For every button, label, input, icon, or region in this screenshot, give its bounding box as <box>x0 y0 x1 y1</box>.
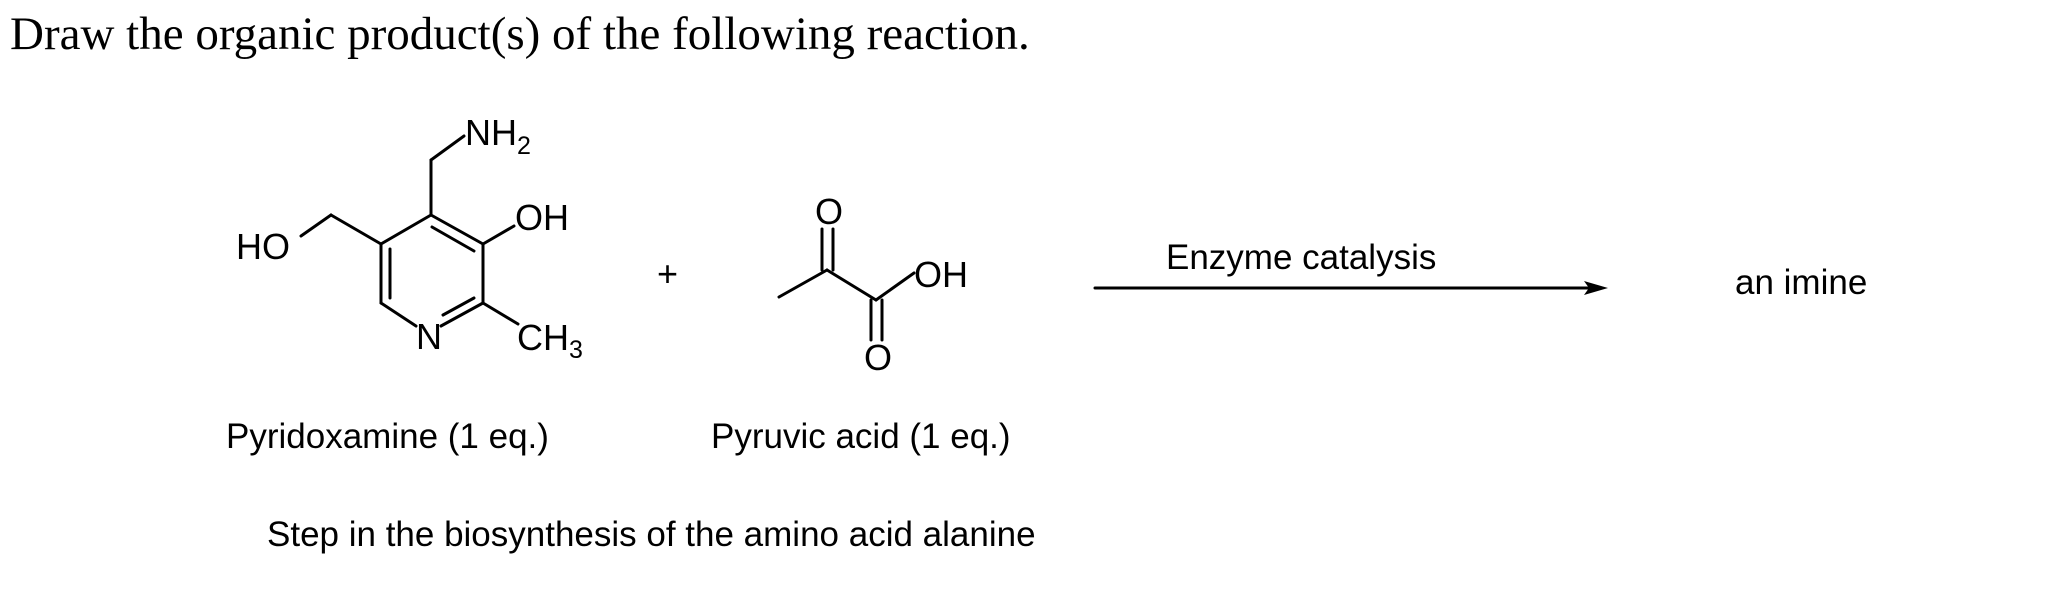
methyl-bond <box>777 268 829 299</box>
hydroxyl-bond <box>481 224 516 246</box>
plus-sign: + <box>657 253 678 294</box>
aminomethyl-bond <box>429 134 466 162</box>
pyruvic-acid-name: Pyruvic acid (1 eq.) <box>711 417 1011 456</box>
ring-double-bond <box>441 296 476 317</box>
question-text: Draw the organic product(s) of the follo… <box>10 8 1030 60</box>
methyl-label: CH3 <box>517 317 583 364</box>
reaction-condition: Enzyme catalysis <box>1166 238 1436 277</box>
ring-bond <box>379 301 418 328</box>
ring-double-bond <box>430 225 476 253</box>
caption: Step in the biosynthesis of the amino ac… <box>267 515 1036 554</box>
ketone-carbon-bond <box>825 268 878 302</box>
carboxyl-hydroxyl-label: OH <box>914 254 968 295</box>
ring-bond <box>429 213 485 246</box>
hydroxymethyl-bond <box>329 213 383 246</box>
pyridoxamine-name: Pyridoxamine (1 eq.) <box>226 417 549 456</box>
product-label: an imine <box>1735 263 1867 302</box>
hydroxymethyl-bond <box>299 213 333 238</box>
pyridoxamine-structure: NH2 OH HO N CH3 <box>236 112 583 364</box>
ketone-oxygen-label: O <box>815 191 843 232</box>
ring-nitrogen-label: N <box>416 316 442 357</box>
pyruvic-acid-structure: O OH O <box>777 191 968 378</box>
methyl-bond <box>481 301 520 326</box>
hydroxymethyl-label: HO <box>236 226 290 267</box>
carboxyl-oh-bond <box>874 271 916 302</box>
reaction-arrow <box>1093 281 1608 295</box>
arrow-head <box>1584 281 1608 295</box>
amine-label: NH2 <box>465 112 531 160</box>
ring-bond <box>379 213 433 246</box>
hydroxyl-label: OH <box>515 197 569 238</box>
ring-bond <box>439 301 485 328</box>
carbonyl-oxygen-label: O <box>864 337 892 378</box>
